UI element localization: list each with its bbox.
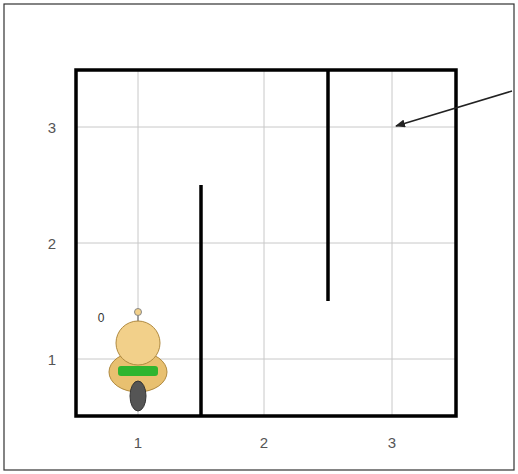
axis-number: 2 — [48, 236, 56, 251]
pointer-arrow — [396, 91, 512, 126]
axis-number: 1 — [48, 352, 56, 367]
grid-lines — [76, 70, 456, 416]
axis-number: 3 — [388, 435, 396, 450]
axis-number: 3 — [48, 120, 56, 135]
axis-number: 1 — [134, 435, 142, 450]
frame — [4, 4, 514, 470]
robot-direction: 0 — [98, 312, 105, 324]
maze-wall — [199, 185, 203, 416]
maze-border — [76, 70, 456, 416]
axis-number: 2 — [260, 435, 268, 450]
robot-icon — [109, 309, 167, 412]
maze-wall — [326, 70, 330, 301]
